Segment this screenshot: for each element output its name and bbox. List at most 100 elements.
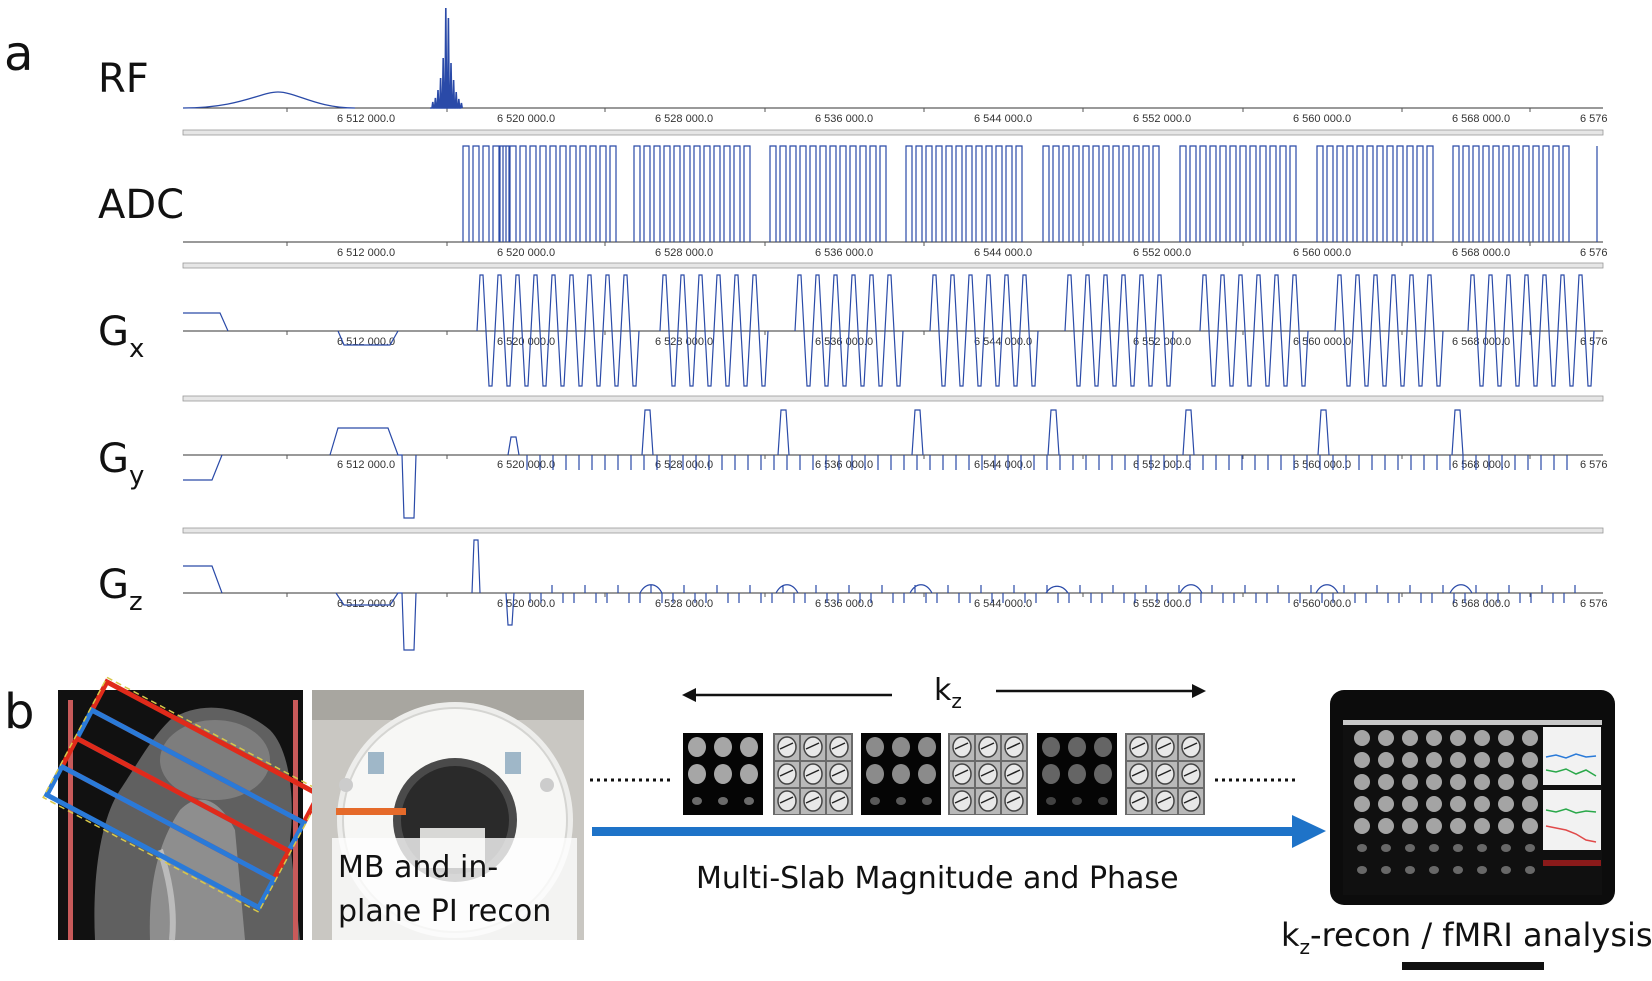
slice-image bbox=[892, 764, 910, 784]
tick-label: 6 520 000.0 bbox=[497, 459, 555, 471]
monitor-slice-image bbox=[1357, 866, 1367, 874]
slice-image bbox=[1094, 764, 1112, 784]
slice-image bbox=[1004, 736, 1024, 758]
monitor-slice-image bbox=[1381, 844, 1391, 852]
slice-image bbox=[1183, 742, 1198, 750]
monitor-slice-image bbox=[1453, 866, 1463, 874]
tick-label: 6 512 000.0 bbox=[337, 459, 395, 471]
tick-label: 6 544 000.0 bbox=[974, 459, 1032, 471]
flow-arrow-shaft bbox=[592, 827, 1294, 836]
monitor-slice-image bbox=[1450, 818, 1466, 834]
tick-label: 6 520 000.0 bbox=[497, 336, 555, 348]
mri-scanner-image: MB and in- plane PI recon bbox=[312, 690, 584, 940]
slice-image bbox=[978, 736, 998, 758]
slice-image bbox=[1131, 742, 1146, 750]
tick-label: 6 552 000.0 bbox=[1133, 336, 1191, 348]
monitor-slice-image bbox=[1525, 844, 1535, 852]
monitor-slice-image bbox=[1522, 818, 1538, 834]
gy-phase-encode-gradient bbox=[183, 409, 1568, 519]
slice-image bbox=[952, 736, 972, 758]
monitor-slice-image bbox=[1429, 866, 1439, 874]
monitor-slice-image bbox=[1501, 844, 1511, 852]
slice-image bbox=[779, 769, 794, 777]
tick-label: 6 544 000.0 bbox=[974, 247, 1032, 259]
adc-readout-gates bbox=[462, 145, 1598, 242]
monitor-slice-image bbox=[1381, 866, 1391, 874]
tick-label: 6 536 000.0 bbox=[815, 459, 873, 471]
monitor-slice-image bbox=[1498, 730, 1514, 746]
tick-label: 6 528 000.0 bbox=[655, 113, 713, 125]
slice-image bbox=[803, 736, 823, 758]
slice-image bbox=[805, 796, 820, 804]
monitor-slice-image bbox=[1525, 866, 1535, 874]
tick-label: 6 536 000.0 bbox=[815, 113, 873, 125]
slice-image bbox=[1072, 797, 1082, 805]
monitor-slice-image bbox=[1354, 774, 1370, 790]
slice-image bbox=[688, 737, 706, 757]
monitor-slice-image bbox=[1354, 796, 1370, 812]
tick-label: 6 568 000.0 bbox=[1452, 459, 1510, 471]
tick-label: 6 560 000.0 bbox=[1293, 336, 1351, 348]
slice-image bbox=[740, 764, 758, 784]
tick-label: 6 512 000.0 bbox=[337, 247, 395, 259]
monitor-slice-image bbox=[1402, 774, 1418, 790]
slice-image bbox=[714, 764, 732, 784]
monitor-slice-image bbox=[1450, 730, 1466, 746]
slice-image bbox=[918, 764, 936, 784]
monitor-slice-image bbox=[1450, 752, 1466, 768]
slice-image bbox=[831, 796, 846, 804]
monitor-slice-image bbox=[1498, 796, 1514, 812]
slice-image bbox=[1006, 769, 1021, 777]
slice-image bbox=[1181, 736, 1201, 758]
slice-image bbox=[1004, 763, 1024, 785]
slice-image bbox=[1068, 764, 1086, 784]
channel-label-gx: Gx bbox=[98, 309, 144, 364]
slice-image bbox=[777, 790, 797, 812]
slice-image bbox=[1157, 769, 1172, 777]
rf-excitation-pulse bbox=[182, 91, 356, 109]
tick-label: 6 560 000.0 bbox=[1293, 113, 1351, 125]
tick-label: 6 560 000.0 bbox=[1293, 459, 1351, 471]
slice-image bbox=[803, 790, 823, 812]
multi-slab-thumbnails bbox=[683, 733, 1205, 815]
monitor-slice-image bbox=[1498, 774, 1514, 790]
monitor-slice-image bbox=[1474, 818, 1490, 834]
tick-label: 6 576 bbox=[1580, 459, 1608, 471]
monitor-slice-image bbox=[1426, 752, 1442, 768]
monitor-slice-image bbox=[1402, 796, 1418, 812]
monitor-slice-image bbox=[1522, 752, 1538, 768]
slice-image bbox=[1098, 797, 1108, 805]
slice-image bbox=[777, 763, 797, 785]
sagittal-localizer-image bbox=[42, 676, 324, 941]
scanner-caption-line1: MB and in- bbox=[338, 850, 498, 885]
flow-arrow-head bbox=[1292, 815, 1326, 848]
slice-image bbox=[1155, 763, 1175, 785]
slice-image bbox=[692, 797, 702, 805]
monitor-slice-image bbox=[1453, 844, 1463, 852]
kz-label: kz bbox=[934, 673, 962, 713]
slice-image bbox=[1042, 764, 1060, 784]
monitor-slice-image bbox=[1501, 866, 1511, 874]
tick-label: 6 528 000.0 bbox=[655, 598, 713, 610]
channel-separator bbox=[182, 395, 1604, 402]
tick-label: 6 520 000.0 bbox=[497, 113, 555, 125]
tick-label: 6 568 000.0 bbox=[1452, 336, 1510, 348]
gx-readout-gradient bbox=[183, 274, 1595, 387]
slice-image bbox=[1157, 742, 1172, 750]
monitor-slice-image bbox=[1474, 774, 1490, 790]
monitor-slice-image bbox=[1357, 844, 1367, 852]
scanner-caption-line2: plane PI recon bbox=[338, 894, 551, 929]
monitor-slice-image bbox=[1498, 752, 1514, 768]
slice-image bbox=[870, 797, 880, 805]
monitor-slice-image bbox=[1450, 796, 1466, 812]
monitor-slice-image bbox=[1477, 866, 1487, 874]
tick-label: 6 512 000.0 bbox=[337, 598, 395, 610]
monitor-slice-image bbox=[1378, 752, 1394, 768]
slice-image bbox=[1068, 737, 1086, 757]
slice-image bbox=[1094, 737, 1112, 757]
slice-image bbox=[777, 736, 797, 758]
monitor-slice-image bbox=[1474, 730, 1490, 746]
tick-label: 6 520 000.0 bbox=[497, 247, 555, 259]
slice-image bbox=[803, 763, 823, 785]
slice-image bbox=[978, 763, 998, 785]
